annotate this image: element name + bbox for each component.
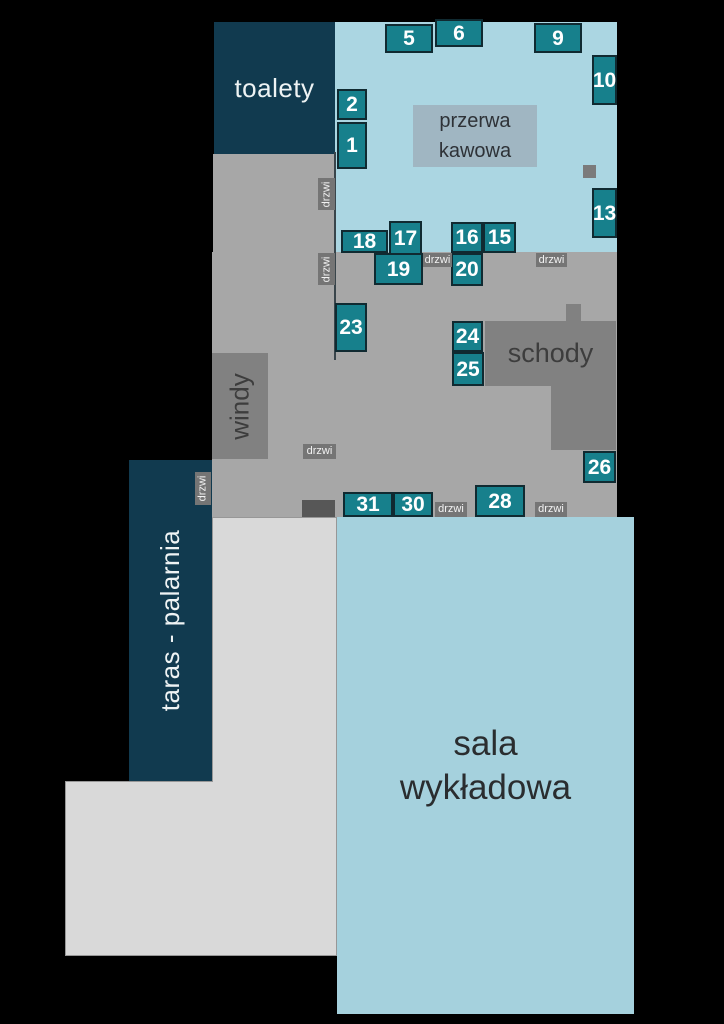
booth-23: 23 (335, 303, 367, 352)
lecture-hall-room: sala wykładowa (337, 517, 634, 1014)
stairs-notch (566, 304, 581, 322)
booth-25: 25 (452, 352, 484, 386)
elevators-area: windy (212, 353, 268, 459)
door-label: drzwi (535, 502, 567, 517)
stairs-lower (551, 384, 616, 450)
coffee-break-table: przerwa kawowa (413, 105, 537, 167)
booth-28: 28 (475, 485, 525, 517)
booth-5: 5 (385, 24, 433, 53)
door-label: drzwi (435, 502, 467, 517)
toilets-label: toalety (234, 72, 315, 103)
light-gray-floor (65, 517, 337, 956)
coffee-break-label-line1: przerwa (439, 110, 511, 132)
door-label-text: drzwi (196, 475, 209, 502)
corridor-column (213, 154, 335, 252)
booth-6: 6 (435, 19, 483, 47)
booth-30: 30 (393, 492, 433, 517)
booth-31: 31 (343, 492, 393, 517)
wall-segment (334, 152, 336, 360)
door-label: drzwi (536, 253, 567, 267)
door-label-text: drzwi (320, 256, 333, 282)
coffee-break-label-line2: kawowa (438, 140, 512, 162)
booth-1: 1 (337, 122, 367, 169)
booth-16: 16 (451, 222, 483, 253)
door-label: drzwi (318, 178, 335, 210)
booth-18: 18 (341, 230, 388, 253)
terrace-smoking-room: taras - palarnia (129, 460, 212, 781)
fixture-square (583, 165, 596, 178)
coffee-break-label: przerwa kawowa (439, 106, 511, 166)
lecture-hall-label: sala wykładowa (400, 722, 571, 810)
booth-2: 2 (337, 89, 367, 120)
booth-10: 10 (592, 55, 617, 105)
door-label-text: drzwi (320, 181, 333, 207)
lecture-hall-label-line1: sala (453, 723, 518, 763)
booth-19: 19 (374, 253, 423, 285)
toilets-room: toalety (214, 22, 335, 154)
booth-20: 20 (451, 253, 483, 286)
booth-9: 9 (534, 23, 582, 53)
booth-13: 13 (592, 188, 617, 238)
booth-15: 15 (483, 222, 516, 253)
terrace-smoking-label: taras - palarnia (155, 529, 186, 712)
door-label: drzwi (195, 472, 211, 505)
fixture-rect (302, 500, 335, 517)
door-label: drzwi (303, 444, 336, 459)
stairs-area: schody (485, 321, 616, 386)
stairs-label: schody (507, 338, 594, 368)
booth-24: 24 (452, 321, 483, 352)
elevators-label: windy (224, 372, 255, 440)
door-label: drzwi (423, 253, 452, 267)
booth-26: 26 (583, 451, 616, 483)
booth-17: 17 (389, 221, 422, 255)
door-label: drzwi (318, 253, 335, 285)
lecture-hall-label-line2: wykładowa (399, 767, 572, 807)
